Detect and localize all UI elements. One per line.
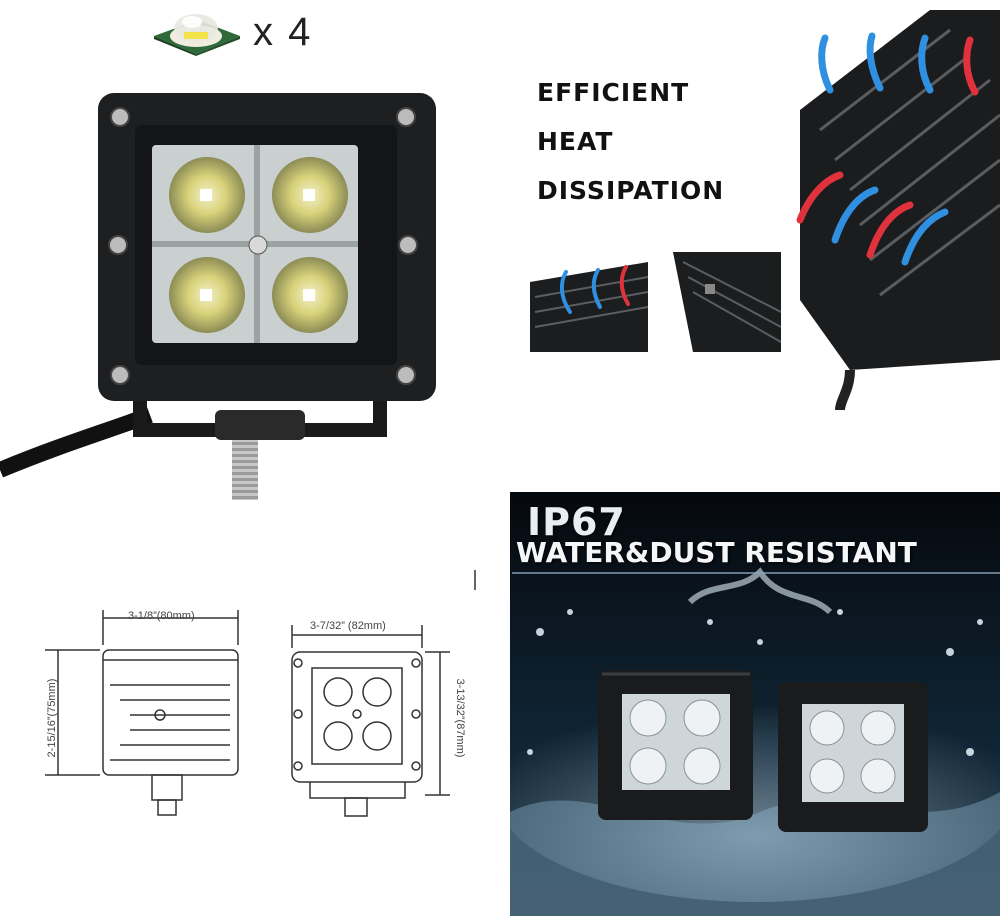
water-splash-photo bbox=[510, 567, 1000, 916]
side-width-label: 3-1/8”(80mm) bbox=[128, 610, 195, 622]
heat-line-2: HEAT bbox=[537, 127, 614, 156]
front-width-label: 3-7/32” (82mm) bbox=[310, 620, 386, 632]
heat-line-3: DISSIPATION bbox=[537, 176, 725, 205]
ip-divider bbox=[512, 572, 1000, 574]
led-chip-icon bbox=[154, 14, 240, 56]
side-height-label: 2-15/16”(75mm) bbox=[46, 678, 58, 758]
heat-sink-photo bbox=[780, 0, 1000, 410]
heat-line-1: EFFICIENT bbox=[537, 78, 690, 107]
water-dust-resistant-label: WATER&DUST RESISTANT bbox=[516, 536, 917, 569]
heat-sink-thumbnail-2 bbox=[663, 252, 781, 352]
work-light-photo bbox=[0, 93, 436, 500]
dimension-drawing bbox=[45, 570, 476, 817]
led-count-label: x 4 bbox=[253, 10, 313, 54]
ip67-rating: IP67 bbox=[527, 500, 626, 544]
heat-dissipation-heading: EFFICIENT HEAT DISSIPATION bbox=[537, 68, 797, 215]
heat-sink-thumbnail-1 bbox=[530, 252, 648, 352]
front-height-label: 3-13/32”(87mm) bbox=[454, 678, 466, 758]
ip67-banner bbox=[510, 492, 1000, 916]
